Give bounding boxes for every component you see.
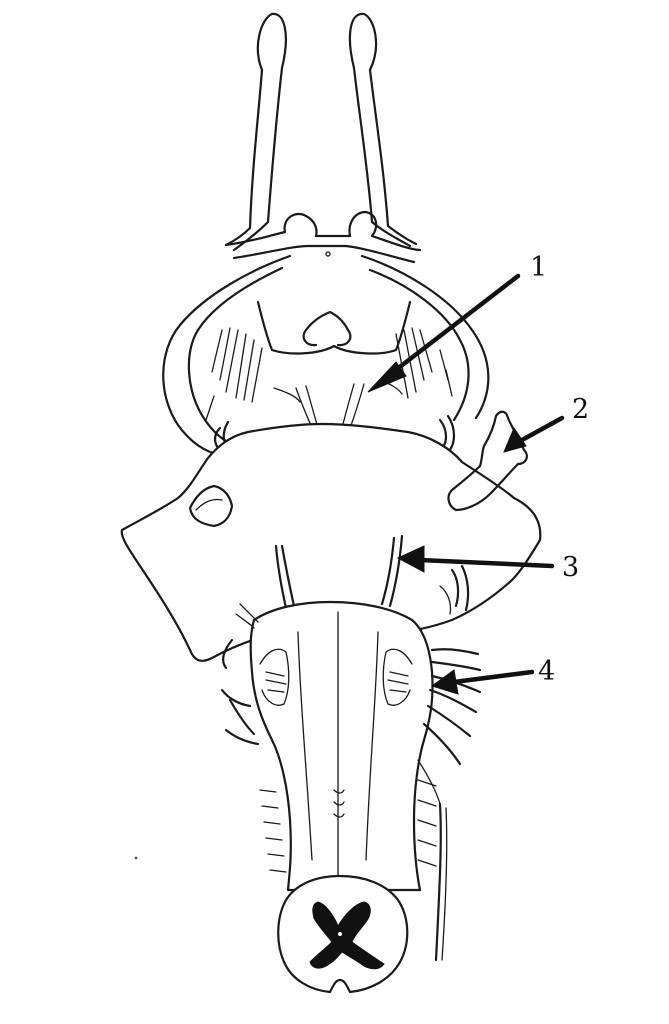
callout-label-1: 1 (530, 252, 547, 283)
olfactory-tracts (224, 12, 418, 252)
callout-label-3: 3 (562, 552, 579, 583)
callout-labels: 1 2 3 4 (530, 252, 589, 687)
callout-label-2: 2 (572, 394, 589, 425)
arrow-2 (503, 415, 565, 453)
cerebellum-pons (120, 422, 542, 662)
optic-chiasm (224, 210, 422, 264)
stray-dot (134, 856, 138, 860)
arrow-1 (367, 273, 521, 393)
arrow-3 (396, 545, 555, 573)
gray-matter (309, 901, 385, 970)
hypothalamus (256, 300, 412, 429)
nerve-roots-mid (274, 534, 470, 615)
arrow-4 (430, 669, 535, 695)
callout-arrows (367, 273, 565, 695)
nerve-stub-right (447, 410, 528, 512)
medulla-oblongata (249, 600, 434, 892)
callout-label-4: 4 (538, 656, 555, 687)
nerve-rootlets (220, 603, 482, 962)
spinal-cord-section (277, 874, 409, 994)
